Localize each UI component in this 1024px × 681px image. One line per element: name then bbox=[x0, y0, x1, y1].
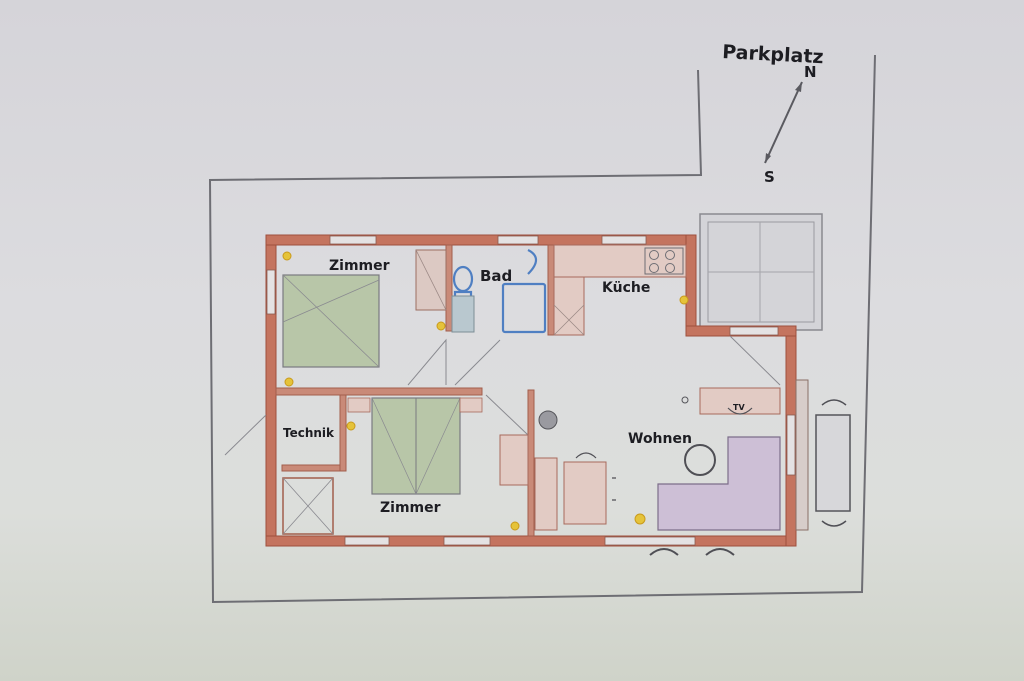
door-swings bbox=[224, 335, 781, 456]
tv-label: TV bbox=[733, 403, 745, 412]
wardrobe-bottom bbox=[499, 434, 529, 486]
interior-walls bbox=[275, 244, 555, 537]
room-label-bad: Bad bbox=[480, 267, 512, 285]
compass-south-label: S bbox=[764, 168, 775, 186]
room-label-technik: Technik bbox=[283, 426, 335, 440]
compass-icon bbox=[764, 81, 803, 164]
bath-shelf bbox=[451, 295, 475, 333]
windows bbox=[266, 235, 796, 546]
technik-shaft bbox=[282, 477, 334, 535]
living-furniture bbox=[534, 387, 781, 531]
room-label-zimmer-bottom: Zimmer bbox=[380, 500, 441, 516]
terrace bbox=[699, 213, 823, 331]
room-label-wohnen: Wohnen bbox=[628, 431, 692, 447]
wardrobe-top bbox=[415, 249, 447, 311]
parking-label: Parkplatz bbox=[722, 41, 824, 68]
light-icons bbox=[282, 251, 689, 531]
parking-boundary bbox=[208, 54, 876, 604]
bed-bottom bbox=[347, 397, 483, 495]
room-label-zimmer-top: Zimmer bbox=[329, 258, 390, 274]
outdoor-table bbox=[649, 379, 851, 556]
bed-top-left bbox=[282, 274, 380, 368]
room-label-kueche: Küche bbox=[602, 280, 650, 296]
kitchen-counter bbox=[553, 244, 687, 336]
compass-north-label: N bbox=[804, 63, 817, 81]
